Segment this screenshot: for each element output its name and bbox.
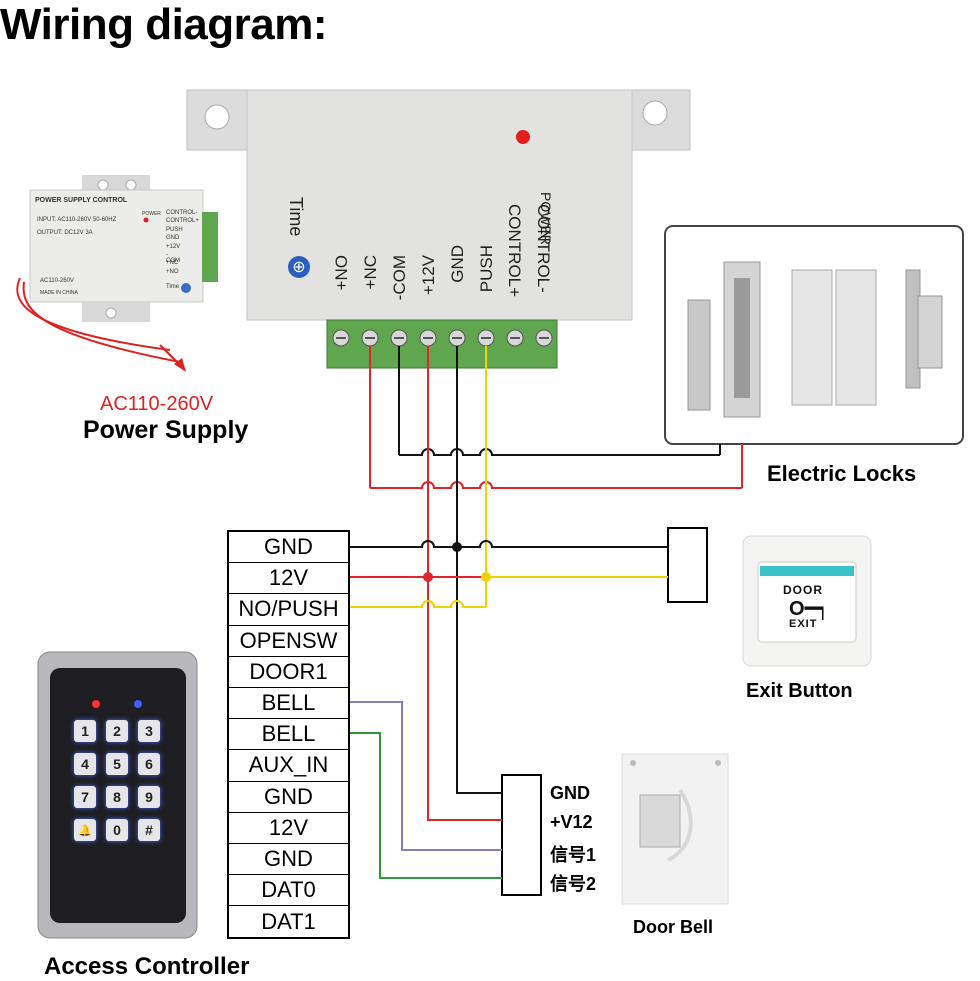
psu-panel-time: Time <box>166 284 180 290</box>
exit-button-label: Exit Button <box>746 680 853 702</box>
psu-panel-made: MADE IN CHINA <box>40 290 78 296</box>
junction-dot <box>481 572 491 582</box>
controller-terminal-label: +NC <box>361 255 380 290</box>
psu-panel-input: INPUT: AC110-260V 50-60HZ <box>37 217 117 223</box>
controller-terminal-label: CONTROL- <box>534 204 553 293</box>
wire <box>399 448 720 456</box>
keypad-key[interactable]: 6 <box>138 753 160 775</box>
keypad-key[interactable]: 2 <box>106 720 128 742</box>
controller-box <box>186 89 691 321</box>
psu-panel-title: POWER SUPPLY CONTROL <box>35 197 128 204</box>
controller-terminal-label: CONTROL+ <box>505 204 524 298</box>
controller-terminal-label: GND <box>448 245 467 283</box>
psu-terminal-label: +NC <box>166 260 179 267</box>
terminal-row: DOOR1 <box>229 657 348 688</box>
terminal-row: GND <box>229 844 348 876</box>
junction-dot <box>423 572 433 582</box>
keypad-key[interactable]: 9 <box>138 786 160 808</box>
power-led-icon <box>516 130 530 144</box>
electric-locks-image <box>664 225 964 445</box>
time-knob-icon[interactable]: ⊕ <box>288 256 310 278</box>
power-supply-label: Power Supply <box>83 416 249 444</box>
exit-button-door-text: DOOR <box>783 583 823 597</box>
psu-terminal-label: +NO <box>166 268 179 275</box>
terminal-row: NO/PUSH <box>229 594 348 626</box>
terminal-row: 12V <box>229 563 348 595</box>
terminal-row: DAT1 <box>261 908 316 934</box>
psu-terminal-label: CONTROL+ <box>166 218 199 225</box>
bell-key-icon[interactable]: 🔔 <box>74 819 96 841</box>
psu-panel-bottom: AC110-260V <box>40 278 74 284</box>
psu-terminal-label: CONTROL- <box>166 210 198 216</box>
wire <box>350 600 486 608</box>
terminal-row: OPENSW <box>229 626 348 657</box>
keypad-key[interactable]: 1 <box>74 720 96 742</box>
door-bell-terminal-label: +V12 <box>550 812 593 832</box>
controller-terminal-label: PUSH <box>477 245 496 293</box>
door-bell-terminal-label: 信号2 <box>550 874 597 894</box>
wire <box>427 346 502 821</box>
keypad-key[interactable]: 0 <box>106 819 128 841</box>
junction-dot <box>452 542 462 552</box>
wire <box>350 540 668 548</box>
door-bell-terminal-label: GND <box>550 783 590 803</box>
door-bell-image <box>621 753 729 905</box>
ac-input-label: AC110-260V <box>100 393 214 415</box>
keypad-key[interactable]: 8 <box>106 786 128 808</box>
controller-terminal-label: +NO <box>332 255 351 291</box>
keypad-key[interactable]: # <box>138 819 160 841</box>
power-supply-unit <box>16 175 218 372</box>
psu-panel-power: POWER <box>142 211 161 217</box>
access-controller-label: Access Controller <box>44 953 250 980</box>
door-bell-terminal <box>501 774 542 896</box>
controller-terminal-label: -COM <box>390 255 409 301</box>
terminal-row: AUX_IN <box>229 750 348 782</box>
controller-time-label: Time <box>286 197 306 237</box>
psu-panel-output: OUTPUT: DC12V 3A <box>37 230 93 236</box>
exit-button-image <box>742 535 872 667</box>
door-bell-terminal-label: 信号1 <box>550 845 597 865</box>
psu-terminal-label: GND <box>166 235 180 242</box>
page-title: Wiring diagram: <box>0 0 328 49</box>
exit-button-exit-text: EXIT <box>789 618 818 630</box>
controller-terminal-label: +12V <box>419 255 438 296</box>
psu-terminal-label: PUSH <box>166 226 183 233</box>
terminal-row: GND <box>229 782 348 813</box>
controller-terminal-block <box>326 319 558 369</box>
controller-power-label: POWER <box>538 192 554 245</box>
terminal-row: BELL <box>229 688 348 720</box>
electric-locks-label: Electric Locks <box>767 461 917 486</box>
exit-button-terminal <box>667 527 708 603</box>
psu-terminal-label: -COM <box>166 252 180 264</box>
terminal-row: DAT0 <box>229 875 348 907</box>
psu-terminal-label: +12V <box>166 243 181 250</box>
terminal-row: GND <box>229 532 348 564</box>
wire <box>350 732 502 879</box>
keypad-key[interactable]: 4 <box>74 753 96 775</box>
terminal-row: 12V <box>229 813 348 844</box>
keypad-key[interactable]: 5 <box>106 753 128 775</box>
door-bell-label: Door Bell <box>633 917 714 937</box>
keypad-key[interactable]: 3 <box>138 720 160 742</box>
wire <box>370 481 742 489</box>
keypad-key[interactable]: 7 <box>74 786 96 808</box>
wire <box>350 701 502 851</box>
wire <box>456 346 502 794</box>
terminal-row: BELL <box>229 719 348 751</box>
key-icon: O━┑ <box>789 598 829 620</box>
